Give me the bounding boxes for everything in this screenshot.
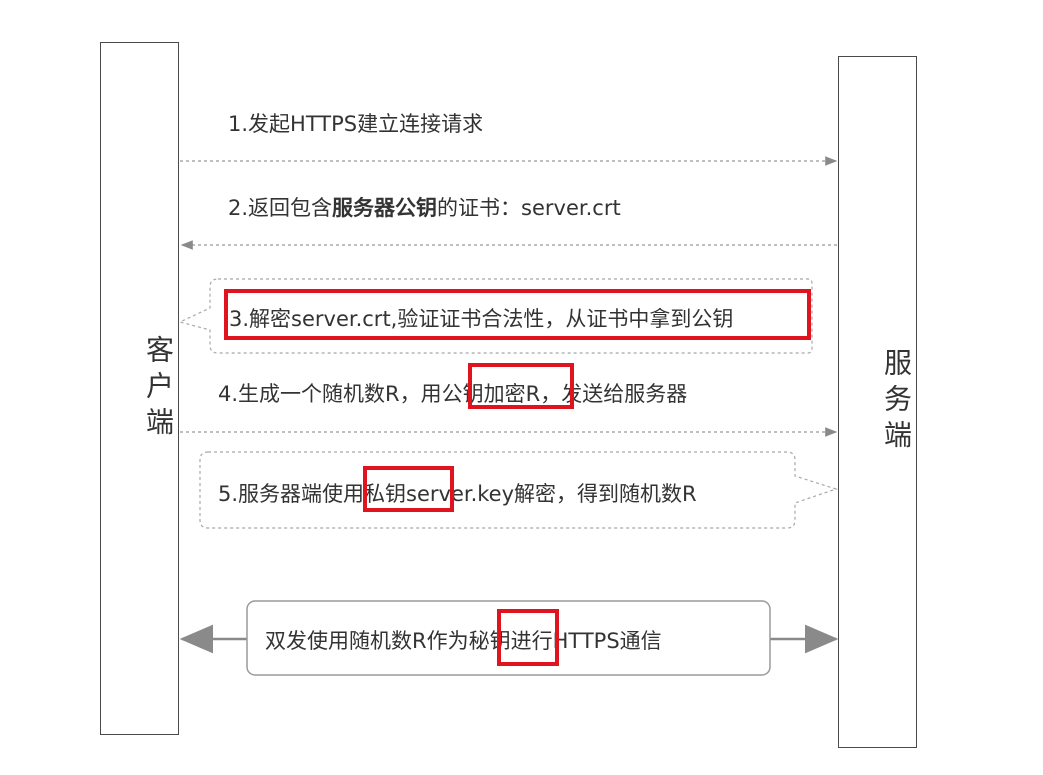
client-label: 客户端 [142, 334, 175, 443]
highlight-step3 [224, 289, 811, 340]
step5-label: 5.服务器端使用私钥server.key解密，得到随机数R [218, 482, 697, 506]
step2-bold: 服务器公钥 [332, 196, 438, 220]
client-lifeline: 客户端 [100, 42, 179, 735]
server-label: 服务端 [880, 348, 913, 456]
step4-label: 4.生成一个随机数R，用公钥加密R，发送给服务器 [218, 382, 688, 406]
server-lifeline: 服务端 [838, 56, 917, 748]
step3-label: 3.解密server.crt,验证证书合法性，从证书中拿到公钥 [229, 307, 734, 331]
step2-suffix: 的证书：server.crt [437, 196, 621, 220]
highlight-final-secret-key [497, 609, 559, 666]
highlight-step5-private-key [363, 466, 454, 512]
step2-label: 2.返回包含服务器公钥的证书：server.crt [228, 192, 621, 222]
step1-label: 1.发起HTTPS建立连接请求 [228, 112, 484, 136]
step3-note-box [178, 278, 813, 354]
step2-prefix: 2.返回包含 [228, 196, 333, 220]
final-box [246, 600, 771, 676]
highlight-step4-pubkey-encrypt [468, 363, 574, 409]
step5-note-box [199, 451, 838, 529]
final-label: 双发使用随机数R作为秘钥进行HTTPS通信 [265, 629, 662, 653]
